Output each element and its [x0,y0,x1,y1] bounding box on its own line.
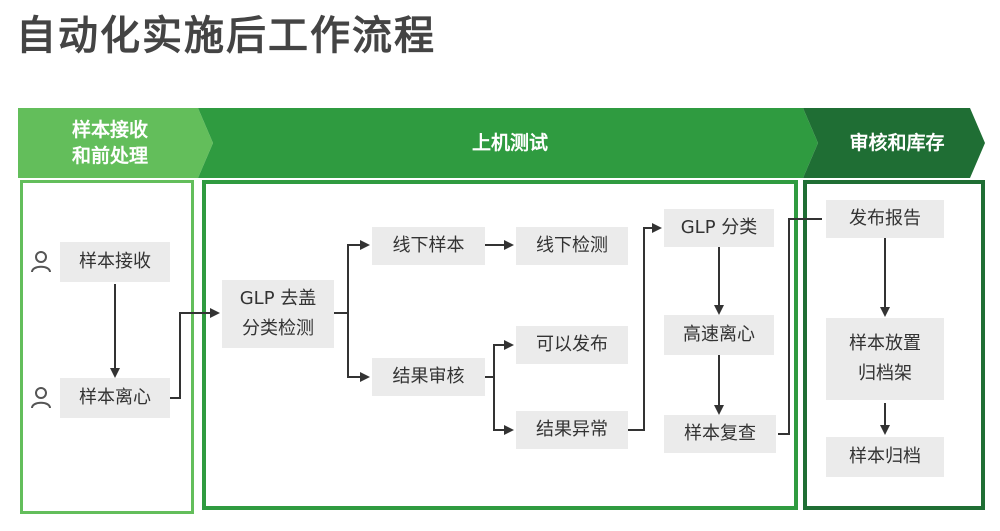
node-sample-place-line2: 归档架 [858,363,912,384]
panel-testing [202,180,798,510]
phase-label-receive-line2: 和前处理 [71,145,148,167]
person-icon [31,387,51,409]
node-glp-decap-line2: 分类检测 [242,318,314,339]
node-high-speed-centrifuge: 高速离心 [664,315,774,355]
node-glp-decap-line1: GLP 去盖 [239,288,317,309]
phase-label-receive: 样本接收 和前处理 [30,117,190,169]
node-sample-receive: 样本接收 [60,242,170,282]
phase-label-receive-line1: 样本接收 [71,119,148,141]
phase-banner-testing [198,108,818,178]
edge-recheck-to-report [778,218,822,435]
phase-label-review: 审核和库存 [849,132,945,154]
node-sample-recheck: 样本复查 [664,415,776,453]
node-offline-test: 线下检测 [516,227,628,265]
panel-receive [20,180,194,514]
page-title: 自动化实施后工作流程 [16,13,436,59]
edge-glp-to-offline [334,240,370,314]
node-publish-report: 发布报告 [826,200,944,238]
node-offline-sample: 线下样本 [372,227,485,265]
node-sample-archive: 样本归档 [826,437,944,477]
edge-abnormal-to-glp-classify [628,223,662,431]
node-result-abnormal: 结果异常 [516,411,628,449]
node-glp-classify: GLP 分类 [664,209,774,247]
node-can-publish: 可以发布 [516,326,628,364]
edge-centrifuge-to-glp [170,308,220,399]
edge-glp-to-review [347,313,370,382]
phase-label-testing: 上机测试 [471,132,548,154]
phase-banner-receive [18,108,213,178]
node-glp-decap: GLP 去盖 分类检测 [222,280,334,348]
person-icon [31,251,51,273]
edge-review-to-abnormal [493,377,514,435]
phase-banner-review [803,108,985,178]
panel-review [803,180,985,510]
node-sample-place: 样本放置 归档架 [826,318,944,400]
edge-review-to-publish [485,340,514,378]
node-result-review: 结果审核 [372,358,485,396]
node-sample-place-line1: 样本放置 [849,333,921,354]
node-sample-centrifuge: 样本离心 [60,378,170,418]
